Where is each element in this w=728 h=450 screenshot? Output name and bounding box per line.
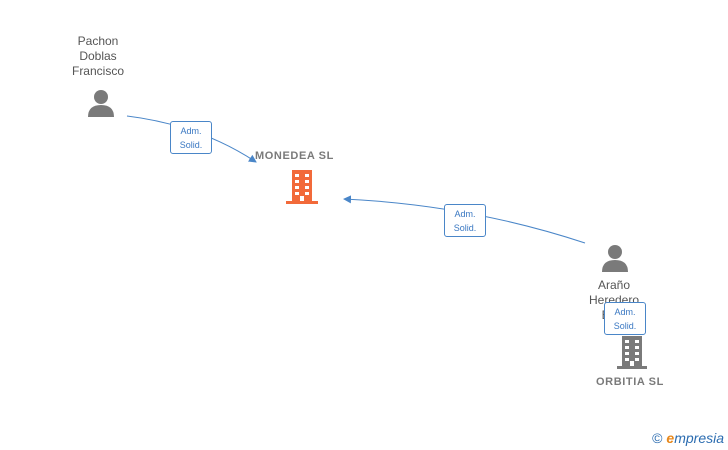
brand-footer[interactable]: ©empresia <box>652 430 724 446</box>
person-icon[interactable] <box>86 88 116 118</box>
brand-name: mpresia <box>674 430 724 446</box>
copyright-icon: © <box>652 430 663 446</box>
brand-initial: e <box>666 430 675 446</box>
building-icon[interactable] <box>617 336 647 369</box>
company-label-monedea[interactable]: MONEDEA SL <box>255 150 334 162</box>
company-label-orbitia[interactable]: ORBITIA SL <box>596 376 664 388</box>
building-icon[interactable] <box>286 170 318 204</box>
relation-badge-arano-monedea[interactable]: Adm. Solid. <box>444 204 486 237</box>
relation-badge-pachon-monedea[interactable]: Adm. Solid. <box>170 121 212 154</box>
person-icon[interactable] <box>600 243 630 273</box>
relation-badge-arano-orbitia[interactable]: Adm. Solid. <box>604 302 646 335</box>
person-label-pachon[interactable]: Pachon Doblas Francisco <box>71 34 124 78</box>
